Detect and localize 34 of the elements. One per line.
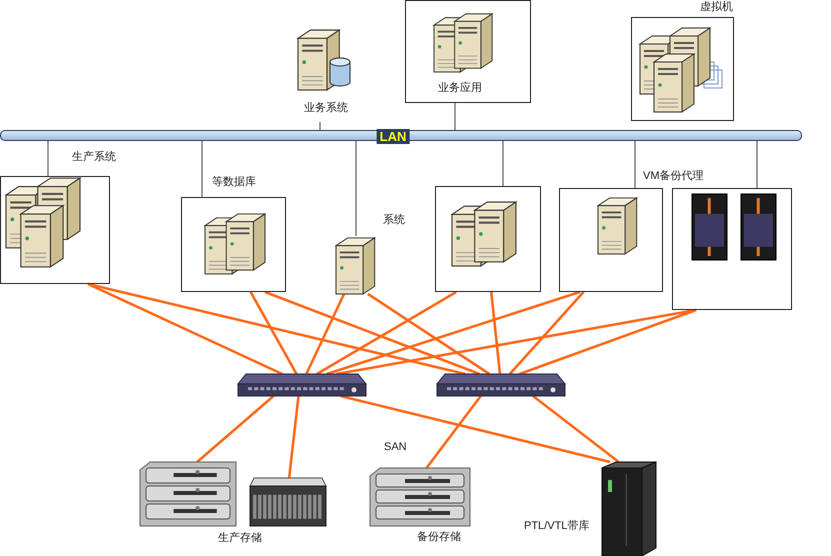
text-label: 生产存储 (218, 532, 262, 545)
node-label: 等数据库 (212, 176, 256, 189)
network-line (756, 140, 758, 188)
fibre-link-line (196, 395, 274, 463)
fibre-link-line (519, 308, 696, 376)
fibre-link-line (87, 282, 283, 376)
bus-label: LAN (376, 129, 410, 144)
network-line (454, 102, 456, 130)
fibre-link-line (305, 293, 346, 375)
lan-bus-bar (0, 130, 802, 141)
node-label: 备份存储 (417, 531, 461, 544)
fibre-link-line (532, 394, 620, 464)
fibre-link-line (367, 292, 490, 376)
fibre-link-line (425, 395, 482, 469)
node-label: 业务系统 (304, 102, 348, 115)
node-label: 系统 (383, 214, 405, 227)
network-line (502, 140, 504, 186)
fibre-link-line (264, 290, 480, 376)
fibre-link-line (326, 290, 580, 376)
fibre-link-line (288, 396, 300, 478)
node-label: 业务应用 (438, 82, 482, 95)
node-label: VM备份代理 (643, 170, 704, 183)
fibre-link-line (340, 394, 610, 464)
fibre-link-line (508, 291, 584, 375)
fibre-link-line (250, 291, 298, 375)
fibre-link-line (88, 282, 466, 376)
fibre-link-line (316, 290, 457, 376)
text-label: SAN (384, 441, 407, 454)
fibre-link-line (490, 292, 502, 374)
fibre-link-line (336, 308, 696, 376)
network-line (634, 140, 636, 188)
node-label: 虚拟机 (700, 1, 733, 14)
node-label: PTL/VTL带库 (524, 520, 590, 533)
node-label: 生产系统 (72, 151, 116, 164)
